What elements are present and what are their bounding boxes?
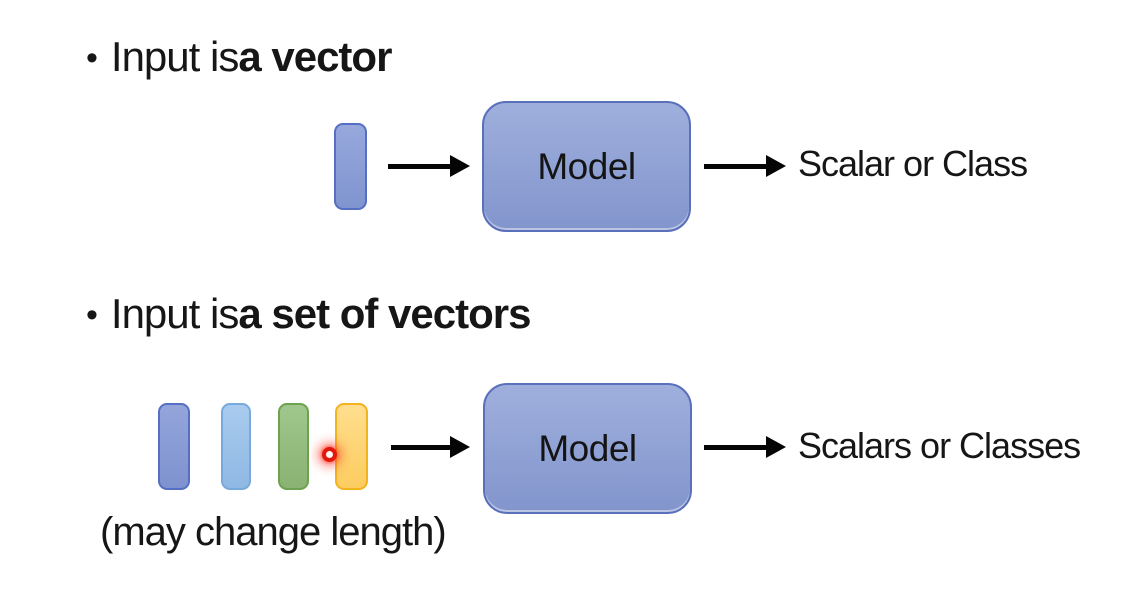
note-may-change-length: (may change length) xyxy=(100,510,447,554)
bullet-heading-single-vector: • Input is a vector xyxy=(86,31,392,86)
arrow-head xyxy=(450,155,470,177)
bullet-icon: • xyxy=(86,39,98,77)
arrow-shaft xyxy=(388,163,450,169)
heading-text: Input is xyxy=(110,290,239,337)
input-vector-light-blue xyxy=(221,403,251,490)
arrow-head xyxy=(450,436,470,458)
arrow-shaft xyxy=(704,444,766,450)
output-label-scalar-or-class: Scalar or Class xyxy=(798,143,1028,184)
bullet-icon: • xyxy=(86,296,98,334)
arrow-right-icon xyxy=(388,155,470,177)
arrow-right-icon xyxy=(391,436,470,458)
heading-text-bold: a vector xyxy=(238,33,392,80)
input-vector-blue xyxy=(158,403,190,490)
arrow-right-icon xyxy=(704,436,786,458)
laser-pointer-dot-icon xyxy=(322,447,337,462)
arrow-right-icon xyxy=(704,155,786,177)
arrow-shaft xyxy=(704,163,766,169)
heading-text-bold: a set of vectors xyxy=(238,290,531,337)
bullet-heading-set-of-vectors: • Input is a set of vectors xyxy=(86,288,531,343)
arrow-shaft xyxy=(391,444,450,450)
heading-text: Input is xyxy=(110,33,239,80)
arrow-head xyxy=(766,155,786,177)
input-vector-yellow xyxy=(335,403,368,490)
model-box-2: Model xyxy=(483,383,692,514)
model-label: Model xyxy=(538,427,637,469)
model-box-1: Model xyxy=(482,101,691,232)
input-vector-blue xyxy=(334,123,367,210)
model-label: Model xyxy=(537,145,636,187)
arrow-head xyxy=(766,436,786,458)
output-label-scalars-or-classes: Scalars or Classes xyxy=(798,425,1081,466)
input-vector-green xyxy=(278,403,309,490)
